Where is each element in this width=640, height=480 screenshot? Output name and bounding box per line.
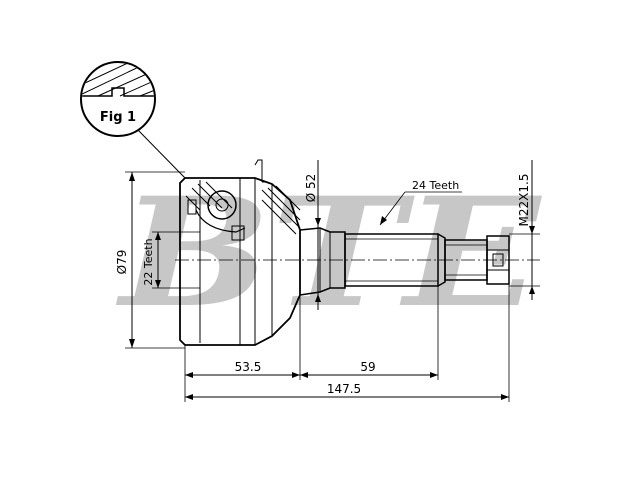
extension-lines bbox=[184, 284, 510, 402]
dim-outer-splines: 24 Teeth bbox=[379, 179, 462, 226]
dim-inner-splines-label: 22 Teeth bbox=[142, 238, 155, 285]
nut-pin-hole bbox=[492, 253, 504, 267]
ball-center bbox=[215, 198, 229, 212]
dim-inner-splines: 22 Teeth bbox=[142, 231, 200, 289]
watermark: BTE bbox=[115, 165, 543, 341]
dim-shaft-length: 59 bbox=[300, 360, 438, 378]
dim-seal-diameter: Ø 52 bbox=[304, 160, 321, 310]
cage-pin bbox=[231, 225, 245, 241]
dim-seal-diameter-label: Ø 52 bbox=[304, 174, 318, 203]
dim-thread-label: M22X1.5 bbox=[517, 174, 531, 227]
nut bbox=[486, 235, 510, 285]
abs-tab bbox=[254, 159, 263, 182]
fig-label: Fig 1 bbox=[100, 110, 136, 125]
dim-bell-length-label: 53.5 bbox=[235, 360, 262, 374]
watermark-text: BTE bbox=[115, 165, 543, 341]
ball bbox=[207, 190, 237, 220]
dim-shaft-length-label: 59 bbox=[360, 360, 375, 374]
dim-outer-diameter-label: Ø79 bbox=[115, 250, 129, 275]
dim-overall-length: 147.5 bbox=[185, 382, 509, 400]
dim-thread: M22X1.5 bbox=[509, 160, 540, 300]
dim-outer-splines-label: 24 Teeth bbox=[412, 179, 459, 192]
cage-hatch-upper bbox=[185, 181, 233, 211]
detail-callout: Fig 1 bbox=[80, 61, 186, 179]
dim-overall-length-label: 147.5 bbox=[327, 382, 361, 396]
housing-hatch bbox=[261, 185, 301, 235]
detail-leader bbox=[137, 129, 186, 179]
dim-bell-length: 53.5 bbox=[185, 360, 300, 378]
cage-curve bbox=[195, 209, 246, 233]
dim-outer-diameter: Ø79 bbox=[115, 171, 185, 349]
ball-cage bbox=[185, 181, 301, 241]
spline-section bbox=[344, 233, 439, 287]
detail-circle bbox=[80, 61, 156, 137]
threaded-stub bbox=[444, 235, 510, 285]
circlip bbox=[187, 199, 197, 215]
